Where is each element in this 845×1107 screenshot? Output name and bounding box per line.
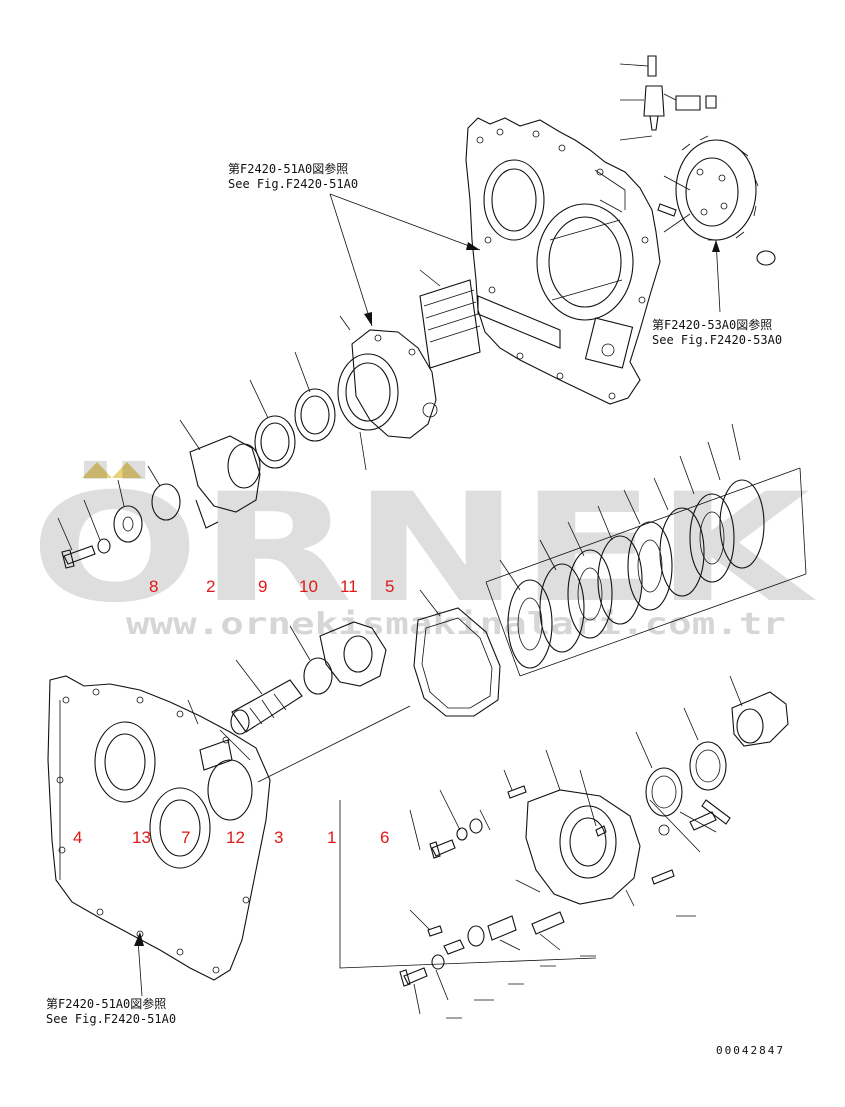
watermark-accent-left [82,462,112,478]
callout-6: 6 [380,828,390,847]
shim-stack [419,269,481,369]
clutch-plate-pack [485,423,807,677]
reference-caption-bottom: 第F2420-51A0図参照 See Fig.F2420-51A0 [46,997,176,1027]
callout-11: 11 [340,577,358,596]
reference-jp: 第F2420-53A0図参照 [652,318,773,332]
callout-9: 9 [258,577,268,596]
pump-cover-group [525,675,789,905]
callout-8: 8 [149,577,159,596]
callout-3: 3 [274,828,284,847]
callout-13: 13 [132,828,151,847]
document-number: 00042847 [716,1044,785,1057]
reference-jp: 第F2420-51A0図参照 [46,997,167,1011]
upper-transmission-housing [465,117,661,405]
middle-retainer [289,621,387,695]
reference-caption-right: 第F2420-53A0図参照 See Fig.F2420-53A0 [652,318,782,348]
reference-caption-top: 第F2420-51A0図参照 See Fig.F2420-51A0 [228,162,358,192]
coupling-yoke [179,419,261,529]
callout-7: 7 [181,828,191,847]
callout-2: 2 [206,577,216,596]
reference-leaders [134,193,481,997]
top-fittings [619,55,787,266]
splined-shaft [230,659,303,735]
reference-jp: 第F2420-51A0図参照 [228,162,349,176]
ring-gear [657,135,759,313]
callout-1: 1 [327,828,337,847]
oil-seals [249,351,336,469]
watermark-accent-right [112,462,142,478]
callout-10: 10 [299,577,318,596]
bearing-retainer [337,315,438,471]
lower-transmission-housing [47,675,411,981]
callout-4: 4 [73,828,83,847]
left-small-parts [57,465,181,569]
reference-en: See Fig.F2420-51A0 [228,177,359,191]
watermark-url: www.ornekismakinalari.com.tr [126,607,786,642]
callout-12: 12 [226,828,245,847]
gasket [413,589,501,717]
reference-en: See Fig.F2420-51A0 [46,1012,177,1026]
watermark: ÖRNEK www.ornekismakinalari.com.tr [30,460,816,642]
callout-5: 5 [385,577,395,596]
watermark-brand: ÖRNEK [30,460,816,636]
lower-hardware [339,749,696,1019]
reference-en: See Fig.F2420-53A0 [652,333,783,347]
